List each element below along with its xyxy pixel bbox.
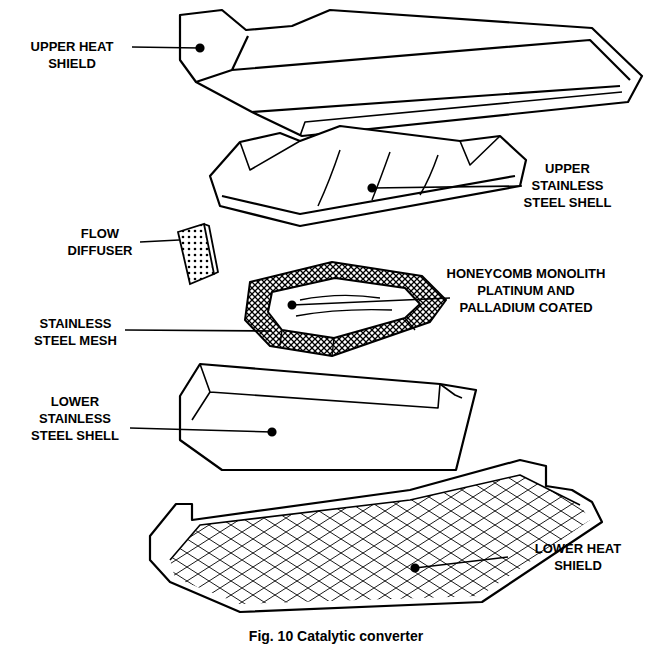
part-label: UPPER STAINLESS STEEL SHELL <box>515 160 620 211</box>
honeycomb-monolith <box>245 262 446 356</box>
part-label: HONEYCOMB MONOLITH PLATINUM AND PALLADIU… <box>440 265 612 316</box>
upper-heat-shield <box>180 10 642 136</box>
flow-diffuser <box>178 224 218 284</box>
part-label: FLOW DIFFUSER <box>55 225 145 259</box>
part-label: LOWER HEAT SHIELD <box>518 540 638 574</box>
upper-steel-shell <box>210 126 526 226</box>
part-label: STAINLESS STEEL MESH <box>28 315 123 349</box>
lower-heat-shield <box>140 460 610 620</box>
part-label: LOWER STAINLESS STEEL SHELL <box>25 393 125 444</box>
part-label: UPPER HEAT SHIELD <box>12 38 132 72</box>
figure-caption: Fig. 10 Catalytic converter <box>0 628 672 644</box>
lower-steel-shell <box>180 364 476 470</box>
